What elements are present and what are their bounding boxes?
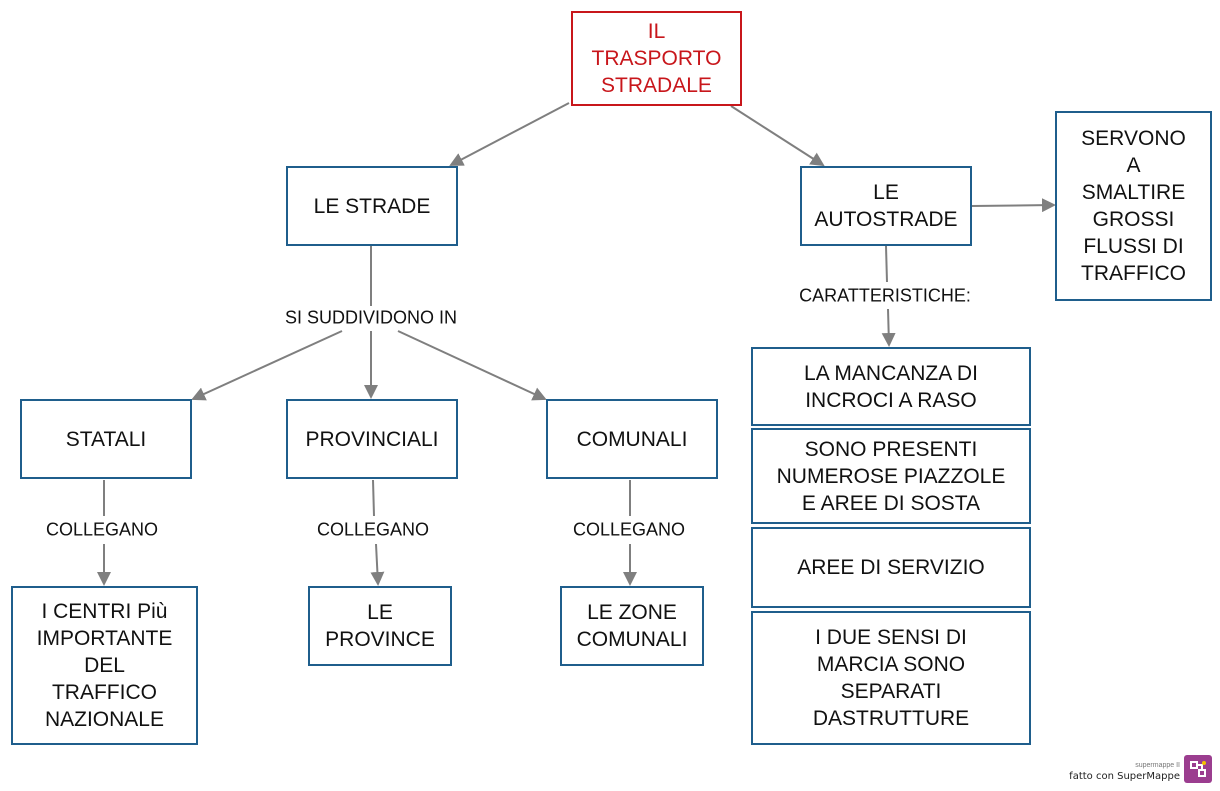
node-le-strade[interactable]: LE STRADE (286, 166, 458, 246)
edge-strade-to-comunali (397, 330, 547, 401)
branding-small-text: supermappe II (1135, 762, 1180, 769)
edge-label-caratteristiche: CARATTERISTICHE: (796, 285, 974, 307)
node-il-trasporto-stradale[interactable]: IL TRASPORTO STRADALE (571, 11, 742, 106)
node-comunali[interactable]: COMUNALI (546, 399, 718, 479)
node-le-province[interactable]: LE PROVINCE (308, 586, 452, 666)
node-servono-a-smaltire[interactable]: SERVONO A SMALTIRE GROSSI FLUSSI DI TRAF… (1055, 111, 1212, 301)
node-piazzole-aree-sosta[interactable]: SONO PRESENTI NUMEROSE PIAZZOLE E AREE D… (751, 428, 1031, 524)
edge-label-suddividono: SI SUDDIVIDONO IN (281, 307, 461, 329)
node-le-autostrade[interactable]: LE AUTOSTRADE (800, 166, 972, 246)
node-i-centri-piu-importante[interactable]: I CENTRI Più IMPORTANTE DEL TRAFFICO NAZ… (11, 586, 198, 745)
edge-strade-to-statali (193, 246, 372, 399)
edge-label-collegano-provinciali: COLLEGANO (313, 519, 433, 541)
branding: supermappe II fatto con SuperMappe (1069, 755, 1212, 783)
edge-provinciali-to-province (373, 479, 378, 584)
supermappe-logo-icon (1184, 755, 1212, 783)
edge-root-to-strade (449, 102, 570, 166)
node-mancanza-incroci[interactable]: LA MANCANZA DI INCROCI A RASO (751, 347, 1031, 426)
edge-autostrade-to-servono (971, 198, 1056, 213)
node-le-zone-comunali[interactable]: LE ZONE COMUNALI (560, 586, 704, 666)
edge-root-to-autostrade (730, 105, 825, 167)
node-statali[interactable]: STATALI (20, 399, 192, 479)
node-aree-di-servizio[interactable]: AREE DI SERVIZIO (751, 527, 1031, 608)
node-sensi-di-marcia[interactable]: I DUE SENSI DI MARCIA SONO SEPARATI DAST… (751, 611, 1031, 745)
node-provinciali[interactable]: PROVINCIALI (286, 399, 458, 479)
branding-main-text: fatto con SuperMappe (1069, 771, 1180, 782)
edge-label-collegano-statali: COLLEGANO (42, 519, 162, 541)
edge-label-collegano-comunali: COLLEGANO (569, 519, 689, 541)
edge-autostrade-to-incroci (886, 245, 889, 345)
